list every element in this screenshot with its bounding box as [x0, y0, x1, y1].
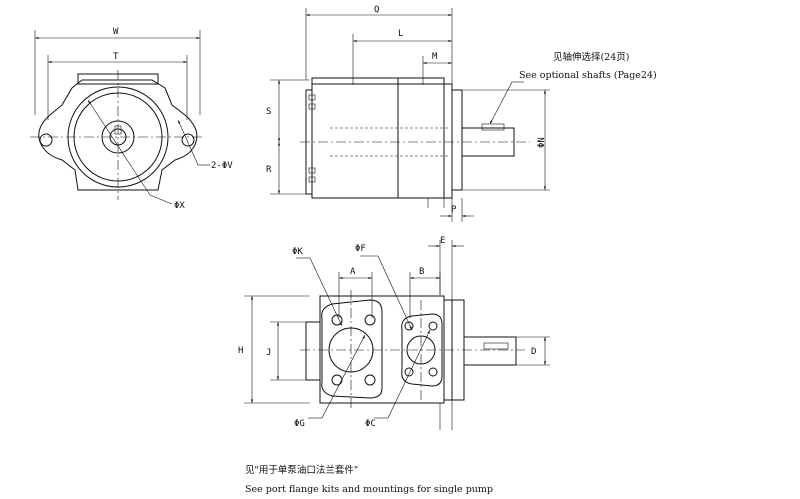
- dim-L-label: L: [398, 29, 403, 39]
- side-view: Q L M S R: [266, 5, 657, 222]
- dim-W-label: W: [113, 27, 119, 37]
- dim-G-label: ΦG: [294, 419, 305, 429]
- dim-A-label: A: [350, 267, 356, 277]
- flange-note-cn: 见"用于单泵油口法兰套件": [245, 464, 358, 476]
- dim-R-label: R: [266, 165, 272, 175]
- top-view: E A B H J: [238, 236, 550, 430]
- dim-J-label: J: [266, 348, 271, 358]
- dim-F-label: ΦF: [355, 244, 366, 254]
- dim-K-label: ΦK: [292, 247, 303, 257]
- shaft-note-en: See optional shafts (Page24): [519, 70, 657, 81]
- dim-M-label: M: [432, 52, 438, 62]
- dim-H-label: H: [238, 346, 243, 356]
- dim-Q-label: Q: [374, 5, 379, 15]
- shaft-note-cn: 见轴伸选择(24页): [553, 51, 630, 63]
- dim-D-label: D: [531, 347, 536, 357]
- dim-C-label: ΦC: [365, 419, 376, 429]
- front-view: W T ΦX 2-ΦV: [30, 27, 233, 211]
- dim-E-label: E: [440, 236, 445, 246]
- dim-B-label: B: [419, 267, 424, 277]
- dim-N-label: ΦN: [537, 137, 547, 148]
- dim-V-label: 2-ΦV: [211, 161, 233, 171]
- dim-S-label: S: [266, 107, 271, 117]
- dim-P-label: P: [451, 205, 457, 215]
- flange-note-en: See port flange kits and mountings for s…: [245, 484, 493, 495]
- dim-T-label: T: [113, 52, 119, 62]
- dim-X-label: ΦX: [174, 201, 185, 211]
